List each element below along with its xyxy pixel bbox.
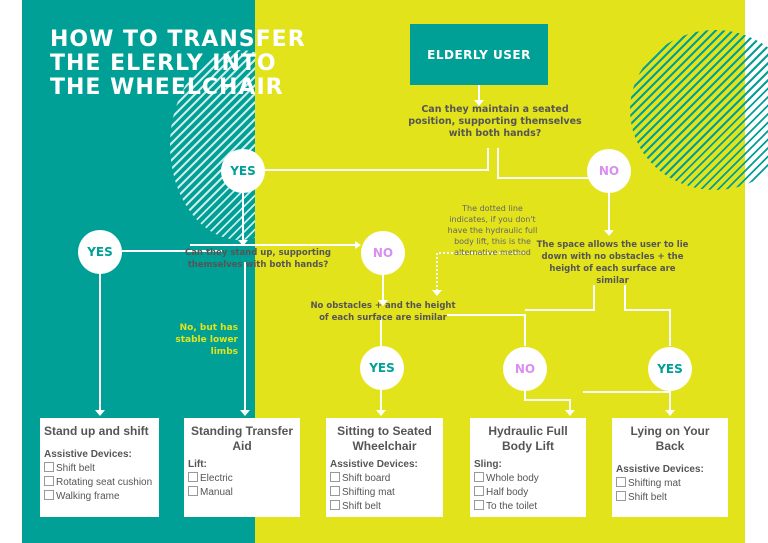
box-title: Sitting to Seated Wheelchair [337, 424, 432, 453]
box-label: Sling: [474, 459, 502, 470]
checkbox-item[interactable]: Rotating seat cushion [44, 476, 155, 490]
box-title: Hydraulic Full Body Lift [488, 424, 568, 453]
result-hydraulic-lift: Hydraulic Full Body Lift Sling: Whole bo… [470, 418, 586, 517]
question-obstacles: No obstacles + and the height of each su… [310, 301, 456, 323]
question-stand: Can they stand up, supporting themselves… [184, 248, 332, 270]
no-node: NO [503, 347, 547, 391]
result-lying-on-back: Lying on Your Back Assistive Devices: Sh… [612, 418, 728, 517]
page-title: HOW TO TRANSFER THE ELERLY INTO THE WHEE… [50, 28, 306, 100]
checkbox-item[interactable]: Whole body [474, 472, 582, 486]
no-node: NO [361, 231, 405, 275]
title-line: THE ELERLY INTO [50, 51, 277, 76]
question-seated: Can they maintain a seated position, sup… [408, 104, 582, 139]
box-label: Lift: [188, 459, 207, 470]
checkbox-item[interactable]: Manual [188, 486, 296, 500]
yes-node: YES [78, 230, 122, 274]
checkbox-item[interactable]: Shift belt [44, 462, 155, 476]
box-label: Assistive Devices: [44, 449, 132, 460]
dotted-line-note: The dotted line indicates, if you don't … [447, 204, 538, 257]
box-title: Standing Transfer Aid [190, 424, 294, 453]
side-note: No, but has stable lower limbs [175, 323, 238, 357]
checkbox-item[interactable]: Shift belt [330, 500, 439, 514]
checkbox-item[interactable]: Shifting mat [330, 486, 439, 500]
checkbox-item[interactable]: To the toilet [474, 500, 582, 514]
checkbox-item[interactable]: Half body [474, 486, 582, 500]
title-line: HOW TO TRANSFER [50, 27, 306, 52]
yes-node: YES [360, 346, 404, 390]
box-title: Stand up and shift [44, 424, 149, 438]
result-stand-up-and-shift: Stand up and shift Assistive Devices: Sh… [40, 418, 159, 517]
checkbox-item[interactable]: Shift belt [616, 491, 724, 505]
checkbox-item[interactable]: Walking frame [44, 490, 155, 504]
box-label: Assistive Devices: [616, 464, 704, 475]
hatch-decoration [630, 30, 768, 190]
result-standing-transfer-aid: Standing Transfer Aid Lift: Electric Man… [184, 418, 300, 517]
checkbox-item[interactable]: Electric [188, 472, 296, 486]
box-title: Lying on Your Back [630, 424, 710, 453]
box-label: Assistive Devices: [330, 459, 418, 470]
result-sitting-to-seated: Sitting to Seated Wheelchair Assistive D… [326, 418, 443, 517]
yes-node: YES [221, 149, 265, 193]
checkbox-item[interactable]: Shifting mat [616, 477, 724, 491]
yes-node: YES [648, 347, 692, 391]
start-node: ELDERLY USER [410, 24, 548, 85]
title-line: THE WHEELCHAIR [50, 75, 284, 100]
question-lie-down: The space allows the user to lie down wi… [536, 240, 689, 286]
checkbox-item[interactable]: Shift board [330, 472, 439, 486]
no-node: NO [587, 149, 631, 193]
